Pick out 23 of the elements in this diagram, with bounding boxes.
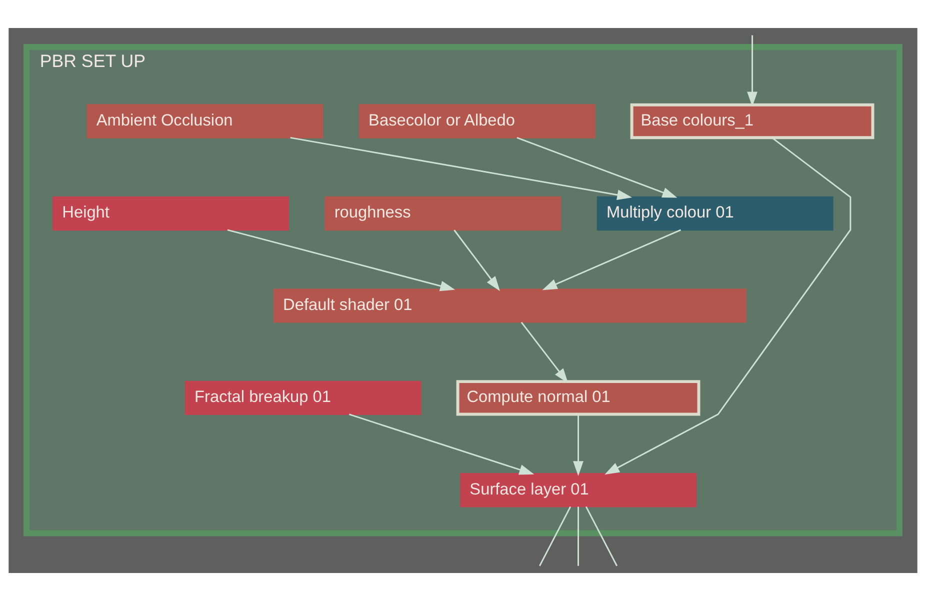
connector — [585, 506, 618, 566]
node-box: Multiply colour 01 — [596, 196, 834, 231]
arrow — [573, 414, 584, 476]
node-box: Fractal breakup 01 — [184, 380, 422, 416]
arrow — [227, 229, 456, 292]
arrow — [542, 229, 682, 290]
arrow — [747, 35, 758, 107]
arrow — [520, 322, 568, 384]
node-box: Default shader 01 — [273, 288, 746, 323]
arrow — [454, 230, 500, 292]
arrow — [604, 137, 852, 475]
connector — [578, 506, 579, 566]
node-box: Base colours_1 — [630, 103, 874, 140]
arrow — [348, 414, 534, 475]
node-box: Compute normal 01 — [456, 380, 700, 416]
node-box: Ambient Occlusion — [86, 104, 324, 138]
node-box: Surface layer 01 — [460, 473, 696, 508]
connector — [539, 506, 572, 566]
arrow — [290, 136, 632, 200]
node-box: roughness — [324, 196, 562, 231]
node-box: Height — [52, 196, 289, 231]
arrow — [516, 137, 678, 198]
node-box: Basecolor or Albedo — [358, 104, 596, 138]
